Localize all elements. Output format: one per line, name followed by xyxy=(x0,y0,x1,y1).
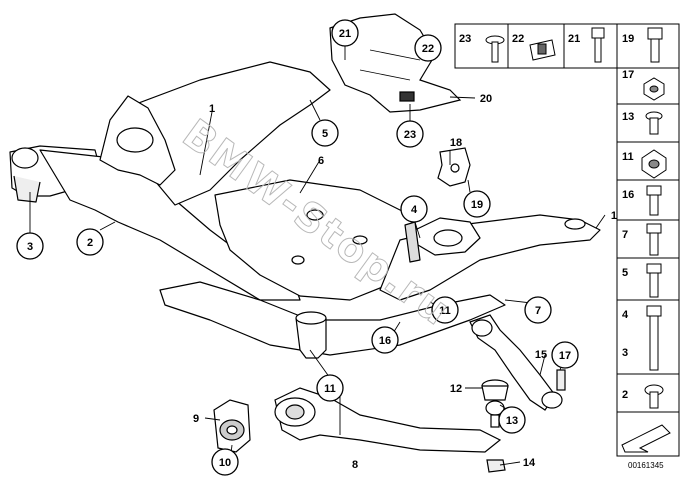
callout-numbers: 1 2 3 5 6 4 7 18 19 21 22 20 23 11 11 16… xyxy=(27,28,623,471)
flange-bolt-icon xyxy=(647,27,663,63)
side-label-4: 4 xyxy=(622,309,629,321)
callout-3: 3 xyxy=(27,241,33,253)
top-row-label-22: 22 xyxy=(512,33,524,45)
side-label-2: 2 xyxy=(622,389,628,401)
side-label-11: 11 xyxy=(622,151,634,163)
direction-arrow-icon xyxy=(621,424,671,453)
side-label-7: 7 xyxy=(622,229,628,241)
callout-1: 1 xyxy=(209,103,215,115)
callout-23: 23 xyxy=(404,129,416,141)
hex-bolt-icon xyxy=(591,27,605,63)
subframe-drawing xyxy=(9,61,601,359)
ball-joint-12 xyxy=(481,379,509,473)
bracket-18 xyxy=(437,147,471,187)
top-row-label-23: 23 xyxy=(459,33,471,45)
callout-16: 16 xyxy=(379,335,391,347)
callout-20: 20 xyxy=(480,93,492,105)
diagram-code: 00161345 xyxy=(628,461,664,470)
heat-shield-20 xyxy=(329,13,462,113)
callout-9: 9 xyxy=(193,413,199,425)
screw-with-washer-icon xyxy=(485,35,505,63)
callout-14: 14 xyxy=(523,457,536,469)
top-row-label-19: 19 xyxy=(622,33,634,45)
side-label-17: 17 xyxy=(622,69,634,81)
callout-18: 18 xyxy=(450,137,462,149)
hardware-side-column: 17 13 11 16 7 5 4 3 2 xyxy=(616,67,680,457)
callout-circles xyxy=(16,19,579,476)
center-reinforcement-plate xyxy=(214,179,421,301)
side-label-3: 3 xyxy=(622,347,628,359)
left-bushing xyxy=(11,147,39,169)
side-label-16: 16 xyxy=(622,189,634,201)
lower-rail xyxy=(159,281,506,356)
tension-strut-15 xyxy=(469,314,566,411)
button-bolt-13-icon xyxy=(645,111,663,135)
side-label-5: 5 xyxy=(622,267,628,279)
callout-21: 21 xyxy=(339,28,351,40)
callout-7: 7 xyxy=(535,305,541,317)
callout-11-upper: 11 xyxy=(439,305,451,317)
clip-nut-icon xyxy=(529,39,556,61)
callout-17: 17 xyxy=(559,350,571,362)
hex-bolt-16-icon xyxy=(646,185,662,216)
hex-bolt-7-icon xyxy=(646,223,662,256)
callout-15: 15 xyxy=(535,349,547,361)
callout-4: 4 xyxy=(411,204,418,216)
hex-bolt-5-icon xyxy=(646,263,662,298)
long-bolt-4-icon xyxy=(646,305,662,371)
callout-2: 2 xyxy=(87,237,93,249)
rubber-bushing-9 xyxy=(213,399,251,453)
top-row-label-21: 21 xyxy=(568,33,580,45)
callout-10: 10 xyxy=(219,457,231,469)
hardware-top-row: 23 22 21 19 xyxy=(454,23,680,69)
callout-6: 6 xyxy=(318,155,324,167)
side-label-13: 13 xyxy=(622,111,634,123)
callout-11-lower: 11 xyxy=(324,383,336,395)
callout-5: 5 xyxy=(322,128,328,140)
callout-12: 12 xyxy=(450,383,462,395)
callout-19: 19 xyxy=(471,199,483,211)
callout-8: 8 xyxy=(352,459,358,471)
callout-13: 13 xyxy=(506,415,518,427)
callout-22: 22 xyxy=(422,43,434,55)
wishbone-8 xyxy=(274,387,502,453)
flange-screw-2-icon xyxy=(644,384,664,409)
